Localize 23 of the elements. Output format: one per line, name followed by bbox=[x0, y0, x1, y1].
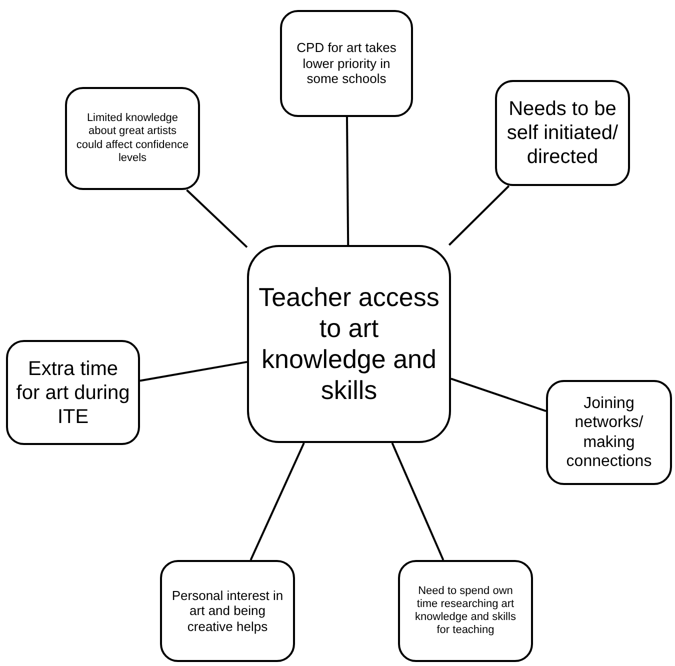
connector-line bbox=[250, 442, 305, 560]
topic-text: Need to spend own time researching art knowledge and skills for teaching bbox=[414, 584, 517, 638]
topic-text: Limited knowledge about great artists could affect confidence levels bbox=[75, 112, 190, 165]
topic-box bbox=[495, 80, 630, 186]
connector-line bbox=[391, 442, 444, 560]
topic-box bbox=[280, 10, 413, 117]
connector-line bbox=[186, 189, 248, 248]
topic-text: CPD for art takes lower priority in some schools bbox=[296, 40, 398, 87]
topic-text: Extra time for art during ITE bbox=[16, 356, 130, 428]
topic-text: Needs to be self initiated/ directed bbox=[506, 97, 620, 169]
connector-line bbox=[450, 378, 546, 412]
connector-line bbox=[140, 360, 248, 382]
central-topic-box bbox=[247, 245, 451, 443]
connector-line bbox=[448, 185, 510, 246]
topic-box bbox=[398, 560, 533, 662]
connector-line bbox=[346, 116, 350, 246]
topic-text: Joining networks/ making connections bbox=[565, 394, 653, 471]
topic-box bbox=[160, 560, 295, 662]
topic-text: Personal interest in art and being creative helps bbox=[170, 588, 284, 634]
topic-box bbox=[6, 340, 140, 445]
topic-text: Teacher access to art knowledge and skills bbox=[258, 282, 440, 406]
topic-box bbox=[546, 380, 672, 485]
topic-box bbox=[65, 87, 200, 190]
